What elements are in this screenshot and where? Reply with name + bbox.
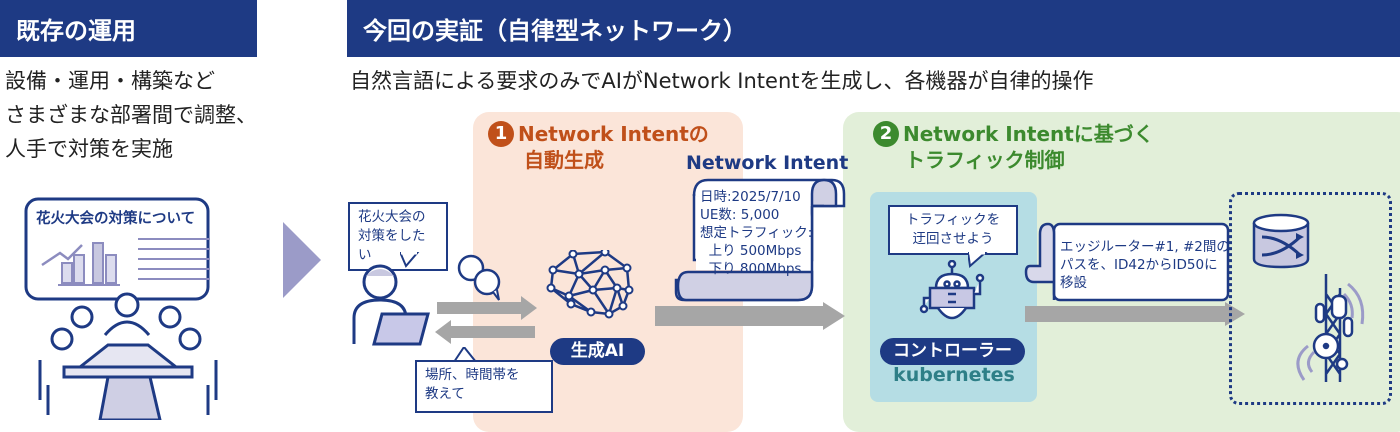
bubble-tail [968,252,988,268]
step1-title-line2: 自動生成 [524,148,604,172]
intent-line: 上り 500Mbps [700,243,802,259]
network-intent-label: Network Intent [686,152,849,174]
meeting-icon [24,197,218,422]
existing-ops-header: 既存の運用 [0,0,257,57]
cell-tower-icon [1296,274,1365,382]
instruction-line: パスを、ID42からID50に [1060,257,1218,273]
instruction-line: エッジルーター#1, #2間の [1060,239,1230,255]
header-text: 今回の実証（自律型ネットワーク） [363,17,747,45]
bubble-line: 教えて [425,386,465,402]
intent-line: 想定トラフィック: [700,225,813,241]
intent-document-icon [674,178,846,302]
router-icon [1252,213,1310,269]
network-devices-area [1229,192,1392,405]
step2-number-badge: 2 [873,121,899,147]
desc-line: さまざまな部署間で調整、 [5,103,257,127]
step2-title-line2: トラフィック制御 [905,148,1065,172]
arrow-left [435,320,535,344]
user-icon [352,264,430,346]
instruction-document-icon [1024,222,1230,302]
intent-document-text: 日時:2025/7/10 UE数: 5,000 想定トラフィック: 上り 500… [700,188,812,278]
bubble-line: 場所、時間帯を [425,367,520,383]
chat-icon [457,254,501,301]
bubble-line: 花火大会の [358,209,426,225]
instruction-line: 移設 [1060,275,1087,291]
desc-line: 人手で対策を実施 [5,137,173,161]
bubble-line: 対策をしたい [358,228,426,263]
flow-arrow [655,302,845,330]
instruction-text: エッジルーター#1, #2間の パスを、ID42からID50に 移設 [1060,238,1230,292]
kubernetes-label: kubernetes [893,364,1015,386]
generative-ai-label: 生成AI [550,338,645,365]
bubble-line: トラフィックを [905,212,1001,228]
desc-line: 設備・運用・構築など [5,69,215,93]
intent-line: 日時:2025/7/10 [700,189,801,205]
step1-title-line1: Network Intentの [518,122,709,146]
demo-subtitle: 自然言語による要求のみでAIがNetwork Intentを生成し、各機器が自律… [350,69,1094,93]
ai-question-bubble: 場所、時間帯を 教えて [415,360,553,413]
step1-number-badge: 1 [488,121,514,147]
exchange-arrows [435,296,537,344]
new-demo-header: 今回の実証（自律型ネットワーク） [347,0,1400,57]
intent-line: 下り 800Mbps [700,261,802,277]
header-text: 既存の運用 [16,17,136,45]
controller-label: コントローラー [880,338,1025,365]
neural-network-icon [546,250,634,319]
robot-icon [919,260,985,320]
meeting-screen-title: 花火大会の対策について [36,211,196,227]
existing-ops-description: 設備・運用・構築など さまざまな部署間で調整、 人手で対策を実施 [5,64,257,166]
arrow-right [437,296,537,320]
meeting-illustration: 花火大会の対策について [20,195,220,422]
control-arrow [1025,302,1245,326]
bubble-tail [400,252,420,268]
bubble-line: 迂回させよう [912,231,994,247]
controller-thought-bubble: トラフィックを 迂回させよう [888,205,1018,255]
step2-title-line1: Network Intentに基づく [903,122,1154,146]
chevron-right-icon [283,222,321,298]
intent-line: UE数: 5,000 [700,207,780,223]
user-request-bubble: 花火大会の 対策をしたい [348,202,448,271]
